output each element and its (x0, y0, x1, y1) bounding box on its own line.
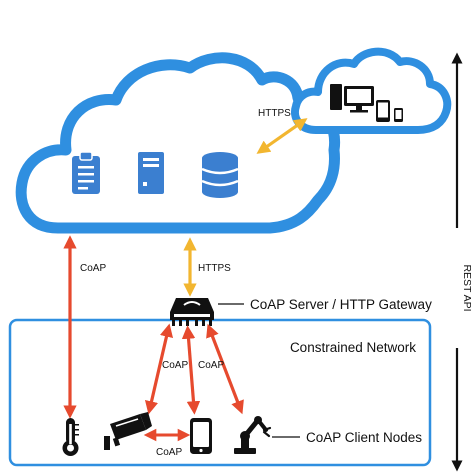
clipboard-icon (72, 151, 100, 194)
coap-arrow-robot (206, 323, 244, 415)
https-label-gateway: HTTPS (198, 263, 231, 274)
tablet-icon (376, 100, 390, 122)
coap-label-bottom: CoAP (156, 447, 182, 458)
coap-arrow-phone (181, 325, 201, 415)
router-icon (170, 298, 214, 326)
coap-arrow-camera (144, 323, 174, 415)
smartphone-icon (190, 418, 212, 454)
robot-arm-icon (234, 416, 272, 454)
coap-label-left: CoAP (80, 263, 106, 274)
database-icon (201, 152, 239, 198)
thermometer-icon (62, 418, 79, 456)
main-cloud (15, 52, 341, 234)
rest-api-label-bg (451, 228, 465, 348)
https-arrow-clouds (256, 118, 308, 154)
desktop-icon (330, 84, 374, 113)
constrained-network-box (8, 318, 432, 467)
server-icon (138, 152, 164, 194)
https-label-clouds: HTTPS (258, 108, 291, 119)
coap-label-a: CoAP (162, 360, 188, 371)
client-nodes-label: CoAP Client Nodes (306, 430, 422, 445)
rest-api-label: REST API (461, 264, 473, 311)
phone-icon (394, 108, 403, 122)
coap-label-b: CoAP (198, 360, 224, 371)
gateway-label: CoAP Server / HTTP Gateway (250, 297, 432, 312)
constrained-network-label: Constrained Network (290, 340, 416, 355)
security-camera-icon (104, 412, 152, 450)
